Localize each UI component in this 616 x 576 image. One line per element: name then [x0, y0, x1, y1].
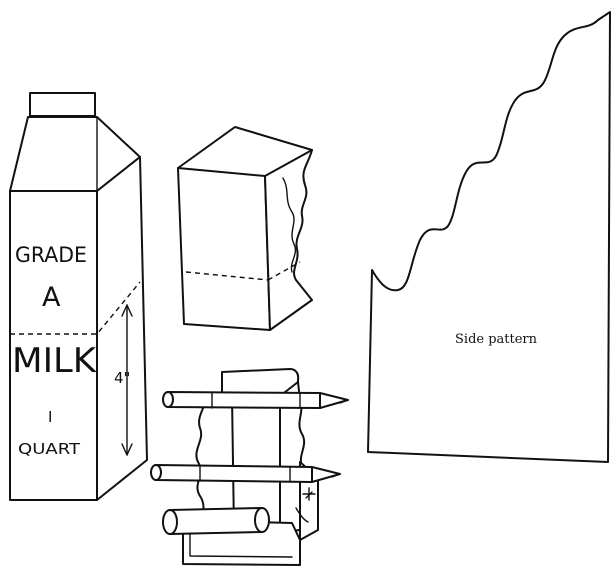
- side-pattern-caption: Side pattern: [455, 332, 538, 347]
- carton-text-quart: QUART: [18, 440, 81, 458]
- frame-with-pencils: [150, 368, 349, 566]
- cut-carton-bottom: [177, 126, 313, 331]
- milk-carton: 4" GRADE A MILK I QUART: [9, 92, 148, 501]
- carton-text-grade: GRADE: [15, 243, 87, 267]
- measurement-label: 4": [114, 369, 130, 387]
- side-pattern: Side pattern: [367, 11, 611, 463]
- carton-text-milk: MILK: [12, 341, 98, 381]
- carton-text-one: I: [48, 408, 52, 426]
- carton-text-a: A: [42, 282, 61, 313]
